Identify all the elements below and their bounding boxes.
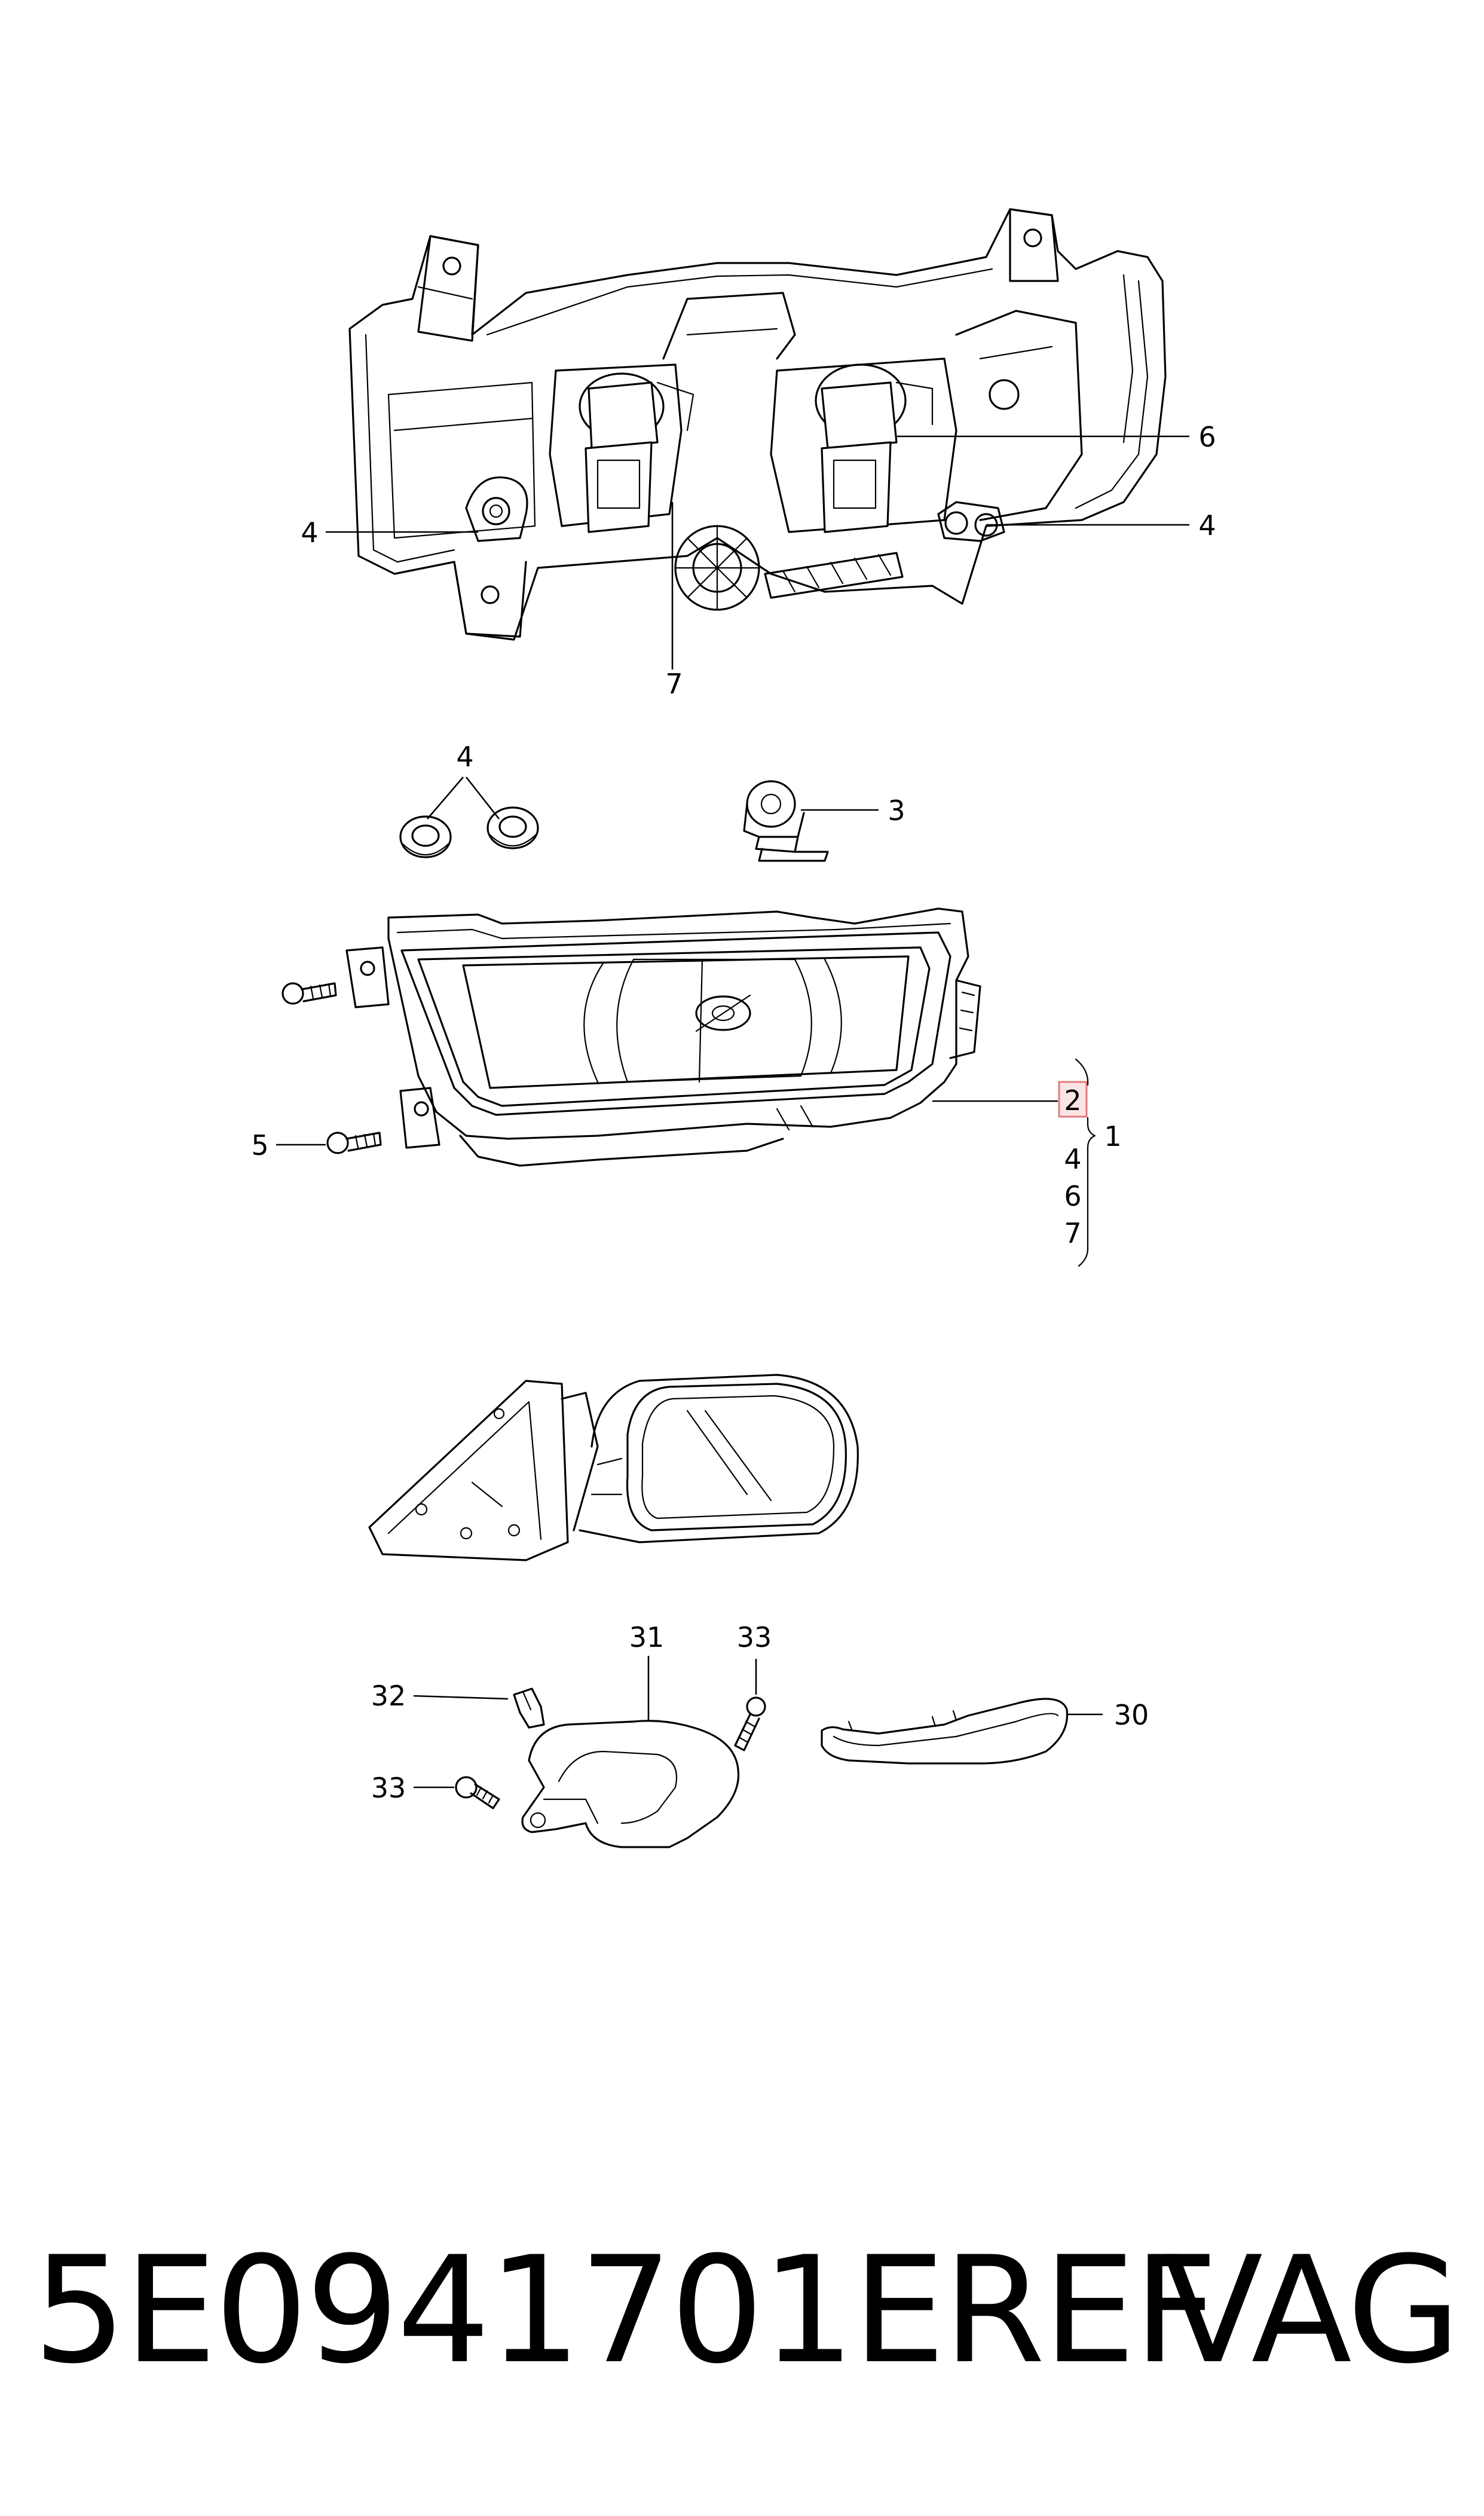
includes-6: 6 xyxy=(1064,1180,1081,1212)
includes-4: 4 xyxy=(1064,1143,1081,1175)
callout-4-seals: 4 xyxy=(456,741,473,773)
mirror-bracket xyxy=(521,1720,740,1848)
clip-32 xyxy=(513,1687,545,1729)
callout-31: 31 xyxy=(629,1621,665,1653)
callout-2-highlight-box xyxy=(1058,1081,1088,1118)
headlight-housing-rear-view xyxy=(326,208,1189,669)
part-number: 5E0941701EREF xyxy=(33,2225,1216,2396)
screw-33-left xyxy=(455,1776,500,1809)
grouping-brace xyxy=(1075,1058,1096,1267)
brand-label: VAG xyxy=(1162,2225,1458,2396)
seal-rings xyxy=(399,776,539,858)
callout-33-top: 33 xyxy=(737,1621,772,1653)
callout-1: 1 xyxy=(1104,1120,1121,1152)
callout-6: 6 xyxy=(1198,421,1216,453)
callout-5: 5 xyxy=(251,1129,268,1161)
bulb-h11 xyxy=(743,780,879,862)
callout-30: 30 xyxy=(1114,1699,1149,1731)
callout-32: 32 xyxy=(371,1680,406,1712)
screw-upper xyxy=(281,982,337,1005)
callout-33-left: 33 xyxy=(371,1772,406,1804)
fog-lamp-assembly xyxy=(345,907,981,1167)
callout-2: 2 xyxy=(1064,1084,1081,1117)
callout-4-left: 4 xyxy=(301,516,318,549)
includes-7: 7 xyxy=(1064,1217,1081,1249)
screw-lower xyxy=(326,1132,382,1154)
callout-4-right: 4 xyxy=(1198,509,1216,542)
turn-signal-trim xyxy=(821,1698,1069,1765)
callout-3: 3 xyxy=(888,794,905,827)
side-mirror xyxy=(368,1374,859,1561)
callout-7: 7 xyxy=(665,668,683,700)
screw-33-top xyxy=(734,1696,766,1751)
